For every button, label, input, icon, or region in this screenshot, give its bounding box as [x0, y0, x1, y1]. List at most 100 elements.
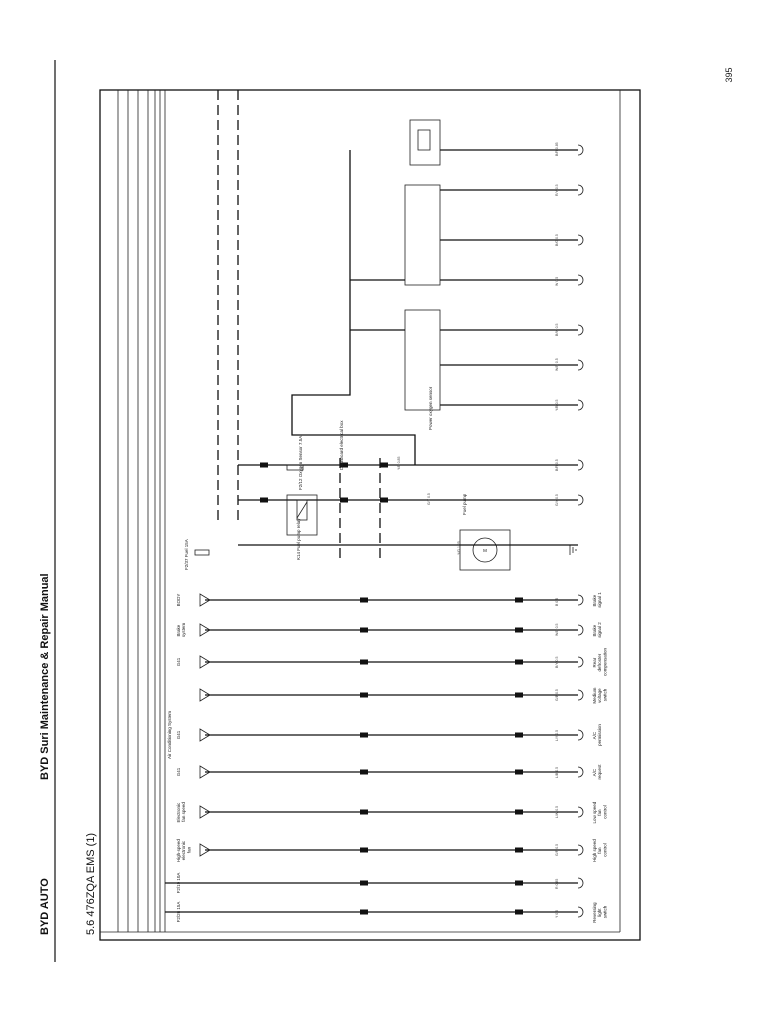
- connector-icon: [340, 462, 348, 468]
- sensor-row: W/R 0.5: [440, 358, 584, 371]
- source-label: F2/26 15A: [176, 902, 181, 923]
- source-label: BODY: [176, 594, 181, 607]
- wire-code: G/Y 0.5: [555, 494, 559, 506]
- ecu-pin-icon: [577, 459, 584, 471]
- ground-icon: [569, 545, 577, 555]
- wire-code: B/W 0.5: [555, 323, 559, 336]
- ecu-pin-icon: [577, 689, 584, 701]
- ecu-pin-icon: [577, 594, 584, 606]
- ecu-pin-icon: [577, 234, 584, 246]
- wire-code: G/R 0.5: [555, 844, 559, 856]
- wire-code: L/B 0.5: [555, 767, 559, 778]
- connector-icon: [515, 847, 523, 853]
- fuel-pump: M Fuel pump: [459, 493, 511, 571]
- feed-wire: [350, 279, 405, 331]
- ecu-pin-icon: [577, 906, 584, 918]
- wire-code: B 0.5: [555, 598, 559, 606]
- power-bus-lines: [117, 90, 166, 932]
- diagram-frame: [99, 89, 641, 941]
- connector-icon: [515, 880, 523, 886]
- connector-icon: [360, 732, 368, 738]
- wire-code: Y 0.5: [555, 910, 559, 918]
- sensor-wires: B/R 0.85R/Y 0.5B/G 0.5W 0.5B/W 0.5W/R 0.…: [238, 142, 584, 506]
- ecu-signal-label: Medium voltage switch: [592, 686, 607, 703]
- svg-text:F2/37 Fuel 15A: F2/37 Fuel 15A: [184, 539, 189, 570]
- svg-text:F2/12 Oxygen Sensor 7.5A: F2/12 Oxygen Sensor 7.5A: [298, 436, 303, 490]
- signal-row: Reversing light switch F2/26 15A Y 0.5: [165, 901, 607, 923]
- ecu-pin-icon: [577, 806, 584, 818]
- ecu-pin-icon: [577, 359, 584, 371]
- ecu-pin-icon: [577, 729, 584, 741]
- fuse-icon: [286, 464, 304, 471]
- connector-icon: [515, 769, 523, 775]
- signal-row: A/C request G41 L/B 0.5: [176, 764, 602, 780]
- connector-icon: [340, 497, 348, 503]
- connector-icon: [360, 627, 368, 633]
- wire-code: R 0.85: [555, 879, 559, 889]
- signal-row: F2/19 10A R 0.85: [165, 873, 584, 894]
- connector-icon: [360, 909, 368, 915]
- wire-code: W 0.5: [555, 277, 559, 286]
- connector-icon: [380, 462, 388, 468]
- ecu-signal-label: Brake signal 2: [592, 622, 602, 638]
- source-arrow-icon: [199, 623, 211, 637]
- ecu-signal-label: Brake signal 1: [592, 592, 602, 608]
- wire-code: Y/B 0.5: [555, 399, 559, 411]
- wire-code: B/Y 0.5: [555, 657, 559, 668]
- source-arrow-icon: [199, 843, 211, 857]
- connector-icon: [260, 497, 268, 503]
- wire-code: L/W 0.5: [555, 806, 559, 818]
- oxygen-sensor-box: Power oxygen sensor: [404, 184, 441, 430]
- ecu-pin-icon: [577, 144, 584, 156]
- sensor-row: W 0.5: [440, 274, 584, 286]
- ecu-signal-label: A/C request: [592, 764, 602, 780]
- wire-code: B/R 0.85: [555, 142, 559, 156]
- brand-label: BYD AUTO: [39, 878, 51, 935]
- ecu-pin-icon: [577, 844, 584, 856]
- dashboard-electrical-box: Dashboard electrical box: [339, 420, 344, 470]
- connector-icon: [360, 692, 368, 698]
- ecu-signal-label: Rear defroster compensation: [592, 648, 607, 677]
- source-arrow-icon: [199, 805, 211, 819]
- source-label: G41: [176, 767, 181, 776]
- sensor-row: B/W 0.5: [440, 323, 584, 336]
- dashed-box-lines: [217, 90, 381, 558]
- connector-icon: [515, 732, 523, 738]
- source-label: G41: [176, 730, 181, 739]
- sensor-row: B/R 0.85: [440, 142, 584, 156]
- ecu-pin-icon: [577, 324, 584, 336]
- wire-code: B/G 0.5: [555, 234, 559, 246]
- sensor-row: B/G 0.5: [440, 234, 584, 246]
- feed-wire-code: Y/B 0.85: [397, 457, 401, 470]
- connector-icon: [515, 627, 523, 633]
- svg-text:Power oxygen sensor: Power oxygen sensor: [428, 386, 433, 430]
- source-arrow-icon: [199, 728, 211, 742]
- connector-icon: [360, 597, 368, 603]
- svg-text:K14 Fuel pump relay: K14 Fuel pump relay: [296, 518, 301, 560]
- signal-row: Rear defroster compensation G41 B/Y 0.5: [176, 648, 607, 677]
- ecu-signal-label: Low speed fan control: [592, 800, 607, 823]
- manual-title: BYD Suri Maintenance & Repair Manual: [39, 573, 51, 780]
- source-label: F2/19 10A: [176, 873, 181, 894]
- source-label: G41: [176, 657, 181, 666]
- connector-icon: [515, 692, 523, 698]
- connector-icon: [260, 462, 268, 468]
- ecu-pin-icon: [577, 494, 584, 506]
- ecu-pin-icon: [577, 766, 584, 778]
- wire-code: B/R 0.5: [555, 459, 559, 471]
- section-title: 5.6 476ZQA EMS (1): [85, 833, 97, 935]
- connector-icon: [360, 659, 368, 665]
- feed-wire-code: Y/G 1.25: [457, 541, 461, 555]
- group-label: Air Conditioning System: [167, 711, 172, 759]
- feed-wire-code: G/Y 0.5: [427, 493, 431, 505]
- ecu-pin-icon: [577, 274, 584, 286]
- connector-icon: [515, 597, 523, 603]
- signal-row: Brake signal 1 BODY B 0.5: [176, 592, 602, 608]
- wire-code: G/B 0.5: [555, 689, 559, 701]
- ecu-pin-icon: [577, 184, 584, 196]
- ecu-signal-label: Reversing light switch: [592, 901, 607, 923]
